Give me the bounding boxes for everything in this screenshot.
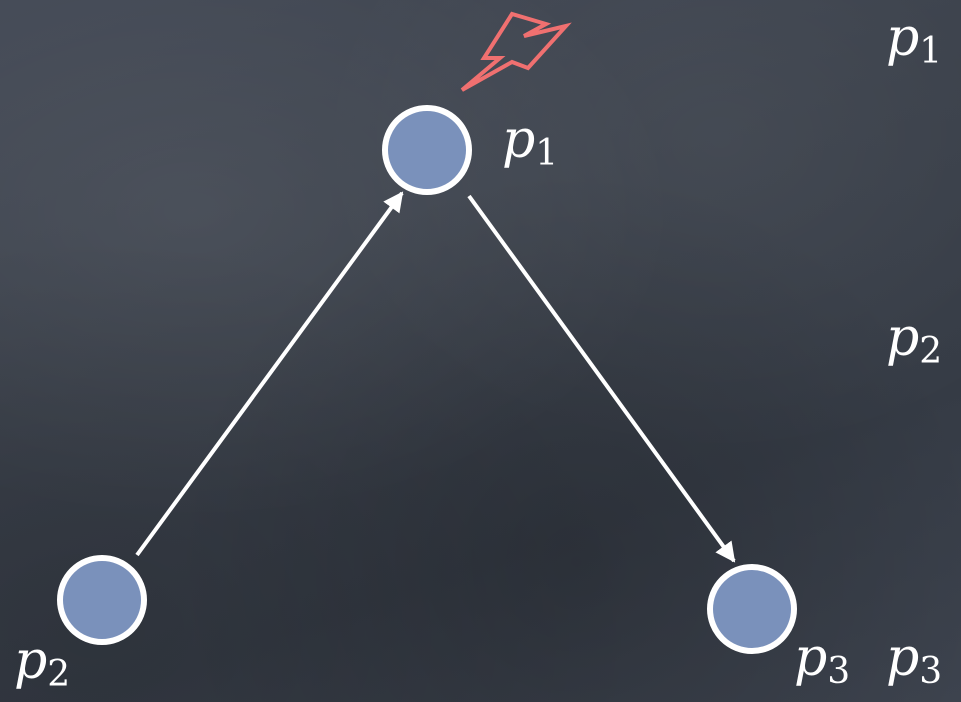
node-p2 <box>57 555 147 645</box>
lightning-bolt-icon <box>460 11 572 92</box>
node-label-p2: p2 <box>14 631 70 695</box>
node-label-p3: p3 <box>794 628 850 692</box>
right-label-p2: p2 <box>886 308 942 372</box>
node-label-p1: p1 <box>502 110 558 174</box>
right-label-p3: p3 <box>886 628 942 692</box>
edge-p1-to-p3 <box>467 194 736 563</box>
node-p1 <box>382 105 472 195</box>
right-label-p1: p1 <box>886 8 942 72</box>
node-p3 <box>707 564 797 654</box>
edge-p2-to-p1 <box>135 191 404 557</box>
